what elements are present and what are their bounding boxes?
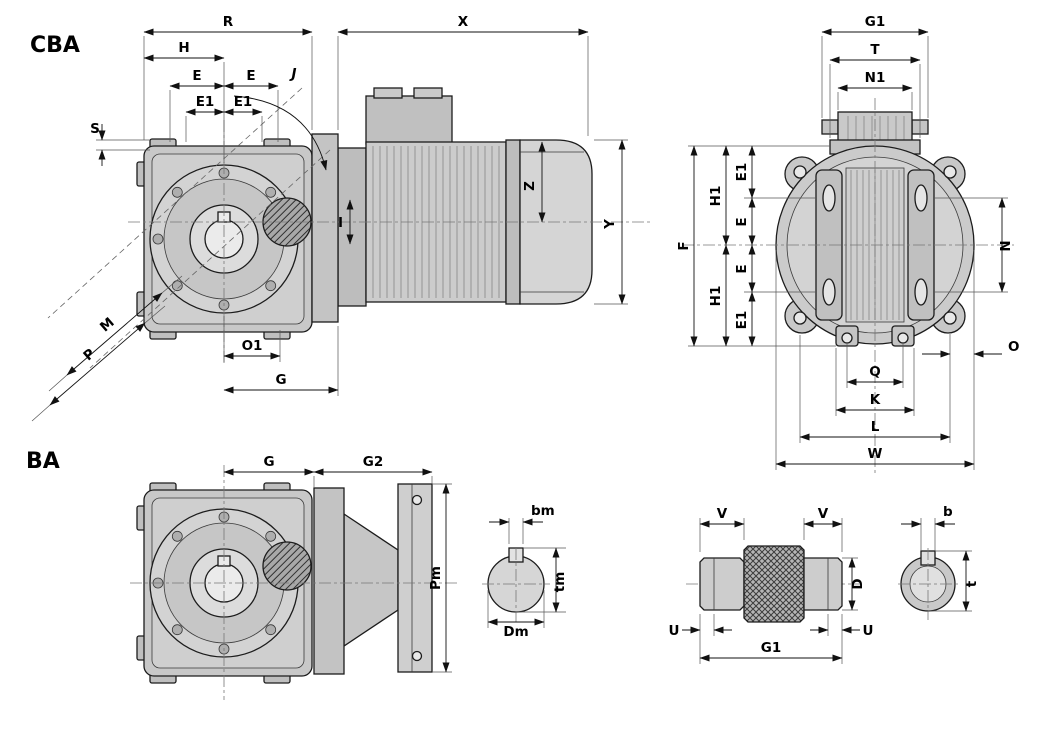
dim-label-j: J — [288, 66, 296, 82]
dim-label-bm: bm — [531, 503, 555, 519]
dim-label-dm: Dm — [503, 624, 528, 640]
shaft-end-left — [699, 557, 745, 611]
dim-label-h: H — [178, 40, 189, 56]
dim-label-e1-top: E1 — [734, 163, 750, 182]
dim-label-y: Y — [602, 219, 618, 230]
ba-dimensions: G G2 Pm — [130, 454, 460, 700]
front-view: G1 T N1 F H1 H1 E1 E E E1 N O Q K L W — [676, 14, 1019, 474]
dim-label-g: G — [275, 372, 286, 388]
shaft-end-right — [803, 557, 843, 611]
dim-label-v-left: V — [717, 506, 728, 522]
dim-label-o: O — [1008, 339, 1019, 355]
dim-label-shaft-g1: G1 — [761, 640, 781, 656]
dim-label-h1-top: H1 — [708, 186, 724, 207]
dim-label-o1: O1 — [242, 338, 263, 354]
dim-label-i: I — [338, 215, 343, 231]
dim-label-pm: Pm — [428, 566, 444, 590]
dim-label-m: M — [97, 315, 118, 336]
worm-section — [743, 545, 805, 623]
dim-label-tm: tm — [552, 572, 568, 593]
dim-label-s: S — [90, 121, 100, 137]
dim-label-t: T — [870, 42, 880, 58]
motor-flange — [311, 133, 339, 323]
dim-label-ba-g2: G2 — [363, 454, 383, 470]
dim-label-e-left: E — [192, 68, 201, 84]
dim-label-k: K — [870, 392, 881, 408]
view-title-cba: CBA — [30, 33, 80, 58]
dim-label-l: L — [871, 419, 880, 435]
dim-label-d: D — [850, 578, 866, 589]
cba-view: CBA — [30, 14, 652, 422]
front-dimensions: G1 T N1 F H1 H1 E1 E E E1 N O Q K L W — [676, 14, 1019, 474]
dim-label-z: Z — [522, 181, 538, 191]
dim-label-h1-bottom: H1 — [708, 286, 724, 307]
dim-label-n1: N1 — [865, 70, 886, 86]
dim-label-e-right: E — [246, 68, 255, 84]
dim-label-b: b — [943, 504, 953, 520]
dim-label-t: t — [964, 580, 980, 587]
dim-label-ba-g: G — [263, 454, 274, 470]
gearbox-housing — [136, 138, 313, 340]
output-bore-section: bm tm Dm — [482, 503, 568, 640]
cba-dimensions: R X H J E E E1 E1 S Z Y I M P O1 G — [31, 14, 652, 422]
ba-view: BA G G2 Pm — [26, 449, 460, 700]
dim-label-x: X — [458, 14, 469, 30]
dim-label-g1: G1 — [865, 14, 885, 30]
dim-label-e1-left: E1 — [196, 94, 215, 110]
dim-label-q: Q — [869, 364, 880, 380]
dim-label-u-right: U — [863, 623, 874, 639]
cba-motor — [311, 87, 593, 323]
dim-label-w: W — [868, 446, 883, 462]
view-title-ba: BA — [26, 449, 60, 474]
dim-label-n: N — [998, 240, 1014, 251]
terminal-box — [365, 95, 453, 145]
dim-label-r: R — [223, 14, 234, 30]
dim-label-v-right: V — [818, 506, 829, 522]
input-shaft-section: b t — [898, 504, 980, 620]
input-shaft-view: V V U U G1 D — [669, 506, 874, 664]
dim-label-e1-right: E1 — [234, 94, 253, 110]
dim-label-f: F — [676, 241, 692, 250]
dim-label-e-top: E — [734, 217, 750, 226]
dim-label-u-left: U — [669, 623, 680, 639]
ba-flange — [313, 483, 433, 675]
dim-label-e-bottom: E — [734, 264, 750, 273]
dim-label-e1-bottom: E1 — [734, 311, 750, 330]
